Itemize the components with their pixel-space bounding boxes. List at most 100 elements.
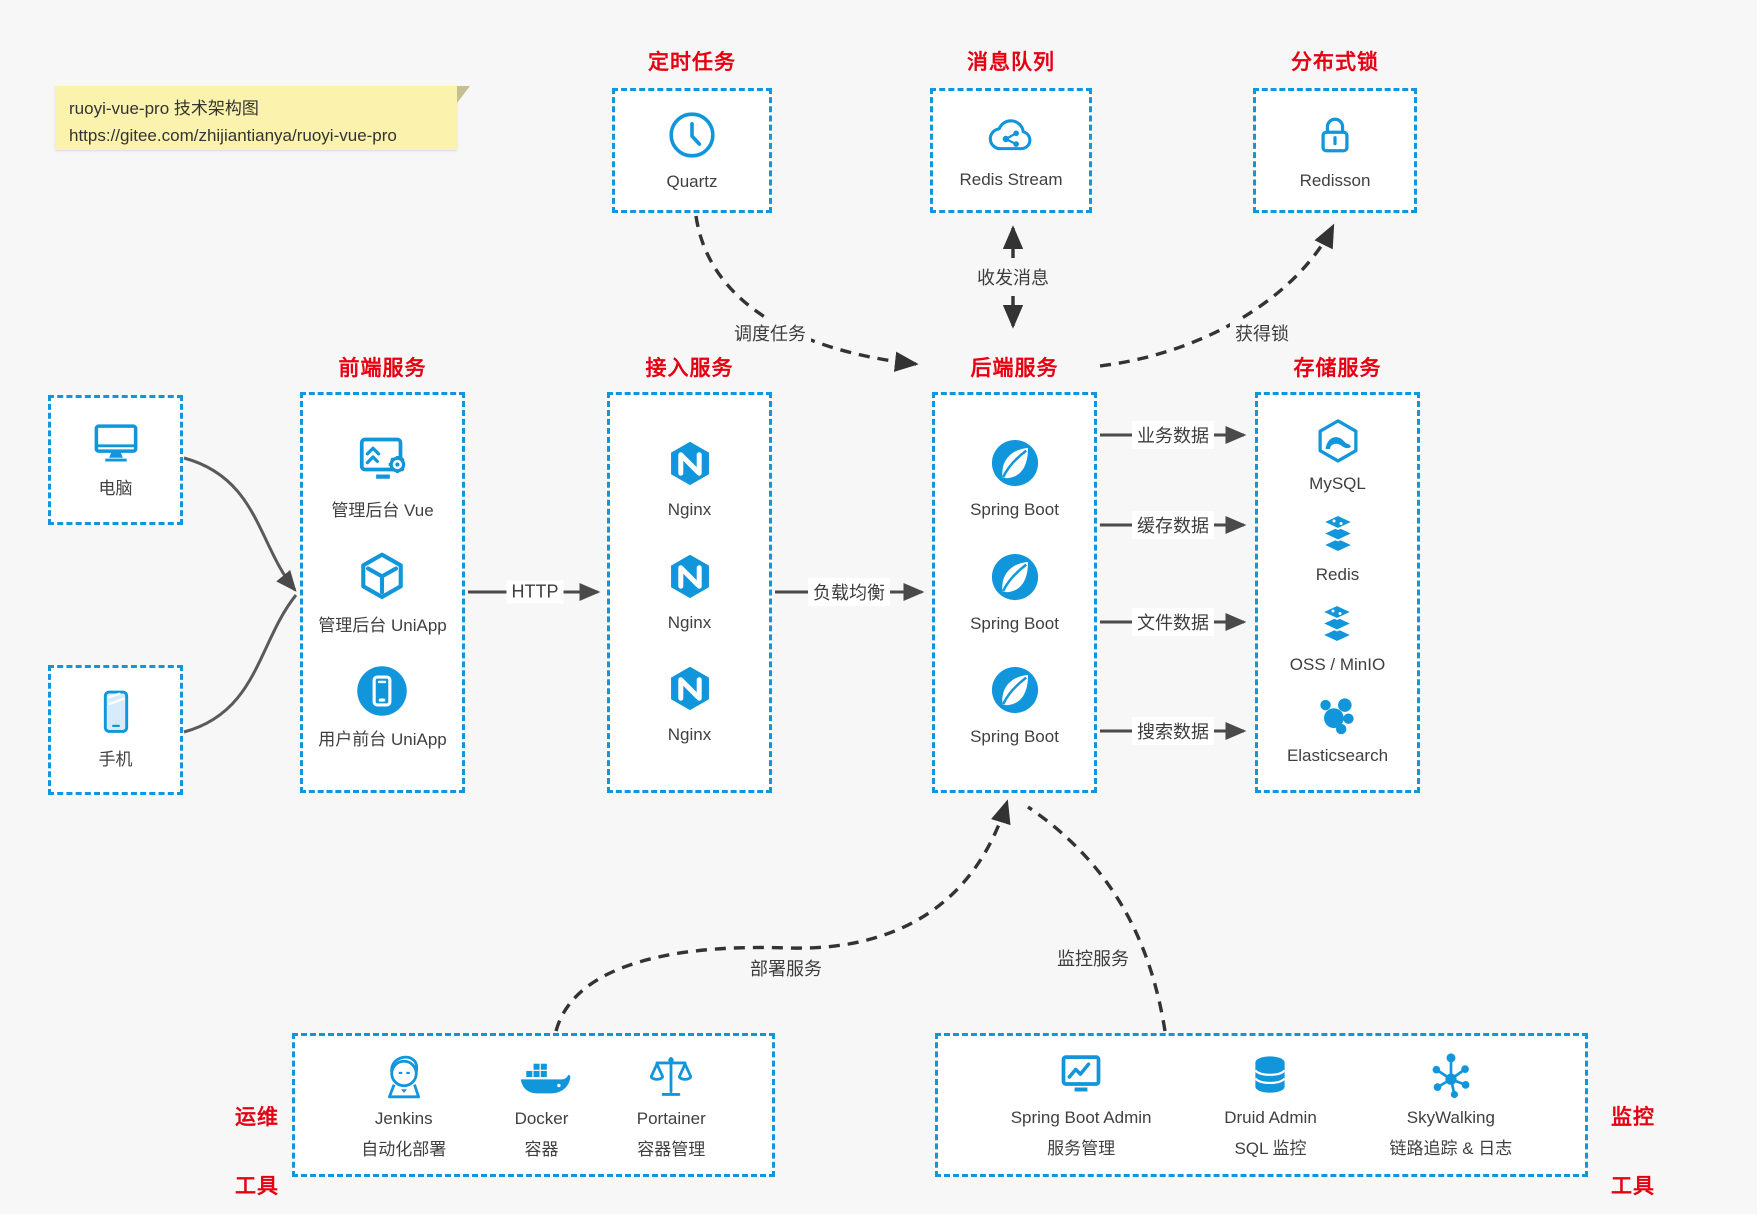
sticky-note: ruoyi-vue-pro 技术架构图 https://gitee.com/zh…: [55, 86, 470, 150]
portainer-sub: 容器管理: [637, 1139, 706, 1159]
docker-sub: 容器: [524, 1139, 559, 1159]
admin-vue-item: 管理后台 Vue: [331, 433, 434, 523]
spring-boot-admin-sub: 服务管理: [1047, 1138, 1116, 1158]
nginx-item-3: Nginx: [664, 663, 716, 747]
admin-uniapp-label: 管理后台 UniApp: [318, 615, 447, 635]
elasticsearch-label: Elasticsearch: [1286, 746, 1389, 766]
spring-boot-icon: [991, 553, 1038, 600]
jenkins-sub: 自动化部署: [361, 1139, 447, 1159]
edge-label-monitor: 监控服务: [1052, 944, 1134, 972]
uniapp-cube-icon: [361, 552, 404, 599]
edge-label-schedule: 调度任务: [729, 319, 811, 347]
title-frontend-services: 前端服务: [338, 357, 427, 380]
box-frontend-services: 管理后台 Vue 管理后台 UniApp 用户前台 UniApp: [300, 392, 465, 793]
edge-label-search-data: 搜索数据: [1132, 717, 1214, 745]
skywalking-name: SkyWalking: [1406, 1108, 1495, 1128]
lock-icon: [1321, 117, 1349, 152]
quartz-label: Quartz: [666, 171, 718, 191]
mysql-icon: [1318, 419, 1357, 463]
title-ops-tools: 运维 工具: [228, 1066, 286, 1214]
smartphone-icon: [103, 690, 128, 733]
oss-minio-icon: [1320, 604, 1355, 644]
redis-item: Redis: [1314, 510, 1362, 587]
docker-name: Docker: [514, 1109, 569, 1129]
redisson-item: Redisson: [1300, 109, 1370, 193]
spring-boot-item-3: Spring Boot: [970, 663, 1059, 749]
portainer-item: Portainer 容器管理: [637, 1050, 706, 1160]
nginx-item-1: Nginx: [664, 438, 716, 522]
redis-icon: [1320, 513, 1355, 553]
box-redisson: Redisson: [1253, 88, 1417, 213]
edge-label-message: 收发消息: [972, 263, 1054, 291]
jenkins-item: Jenkins 自动化部署: [361, 1050, 446, 1160]
user-app-icon: [357, 665, 408, 716]
box-storage-services: MySQL Redis: [1255, 392, 1420, 793]
clock-icon: [669, 111, 715, 158]
edge-label-biz-data: 业务数据: [1132, 421, 1214, 449]
title-monitor-tools: 监控 工具: [1604, 1066, 1662, 1214]
nginx-icon: [670, 554, 709, 598]
edge-label-cache-data: 缓存数据: [1132, 511, 1214, 539]
ops-tools-line2: 工具: [235, 1174, 279, 1198]
redis-stream-item: Redis Stream: [959, 110, 1063, 192]
jenkins-icon: [387, 1055, 420, 1099]
druid-item: Druid Admin SQL 监控: [1224, 1051, 1317, 1159]
edge-label-load-balance: 负载均衡: [808, 578, 890, 606]
admin-vue-icon: [359, 437, 405, 480]
redis-label: Redis: [1315, 564, 1360, 584]
nginx-label-3: Nginx: [667, 725, 712, 745]
gear-icon: [388, 456, 405, 474]
redis-stream-label: Redis Stream: [959, 169, 1063, 189]
box-redis-stream: Redis Stream: [930, 88, 1092, 213]
title-distributed-lock: 分布式锁: [1291, 51, 1379, 74]
elasticsearch-item: Elasticsearch: [1287, 691, 1388, 768]
title-backend-services: 后端服务: [970, 357, 1059, 380]
note-url: https://gitee.com/zhijiantianya/ruoyi-vu…: [69, 126, 397, 146]
spring-boot-icon: [991, 440, 1038, 487]
box-quartz: Quartz: [612, 88, 772, 213]
skywalking-item: SkyWalking 链路追踪 & 日志: [1389, 1051, 1512, 1159]
jenkins-name: Jenkins: [374, 1109, 433, 1129]
docker-item: Docker 容器: [513, 1050, 571, 1160]
spring-boot-item-2: Spring Boot: [970, 550, 1059, 636]
edge-label-deploy: 部署服务: [745, 954, 827, 982]
druid-name: Druid Admin: [1224, 1108, 1317, 1128]
portainer-name: Portainer: [636, 1109, 706, 1129]
monitor-tools-line1: 监控: [1611, 1105, 1655, 1129]
mysql-item: MySQL: [1309, 417, 1366, 496]
docker-icon: [520, 1063, 570, 1094]
spring-boot-admin-icon: [1061, 1055, 1101, 1092]
box-ops-tools: Jenkins 自动化部署 Docker 容器: [292, 1033, 775, 1177]
nginx-label-2: Nginx: [667, 612, 712, 632]
nginx-icon: [670, 667, 709, 711]
box-access-services: Nginx Nginx Nginx: [607, 392, 772, 793]
user-uniapp-label: 用户前台 UniApp: [318, 729, 447, 749]
monitor-tools-line2: 工具: [1611, 1174, 1655, 1198]
note-fold-corner: [457, 86, 470, 103]
nginx-label-1: Nginx: [667, 499, 712, 519]
spring-boot-admin-name: Spring Boot Admin: [1010, 1108, 1152, 1128]
message-cloud-icon: [988, 118, 1032, 150]
quartz-item: Quartz: [665, 108, 719, 194]
edge-label-http: HTTP: [506, 580, 564, 604]
spring-boot-label-2: Spring Boot: [970, 613, 1059, 633]
box-mobile-client: 手机: [48, 665, 183, 795]
portainer-icon: [650, 1057, 693, 1096]
box-pc-client: 电脑: [48, 395, 183, 525]
mobile-client-label: 手机: [98, 750, 133, 770]
skywalking-icon: [1432, 1053, 1470, 1099]
pc-client-item: 电脑: [87, 419, 145, 501]
admin-vue-label: 管理后台 Vue: [331, 501, 434, 521]
edge-label-lock: 获得锁: [1230, 319, 1294, 347]
title-access-services: 接入服务: [645, 357, 734, 380]
elasticsearch-icon: [1320, 698, 1355, 735]
title-message-queue: 消息队列: [967, 51, 1055, 74]
note-title: ruoyi-vue-pro 技术架构图: [69, 99, 259, 118]
user-uniapp-item: 用户前台 UniApp: [318, 662, 447, 752]
oss-minio-item: OSS / MinIO: [1290, 600, 1385, 677]
spring-boot-admin-item: Spring Boot Admin 服务管理: [1011, 1051, 1152, 1159]
box-monitor-tools: Spring Boot Admin 服务管理 Druid Admin SQL 监…: [935, 1033, 1588, 1177]
oss-minio-label: OSS / MinIO: [1289, 655, 1386, 675]
skywalking-sub: 链路追踪 & 日志: [1389, 1138, 1513, 1158]
